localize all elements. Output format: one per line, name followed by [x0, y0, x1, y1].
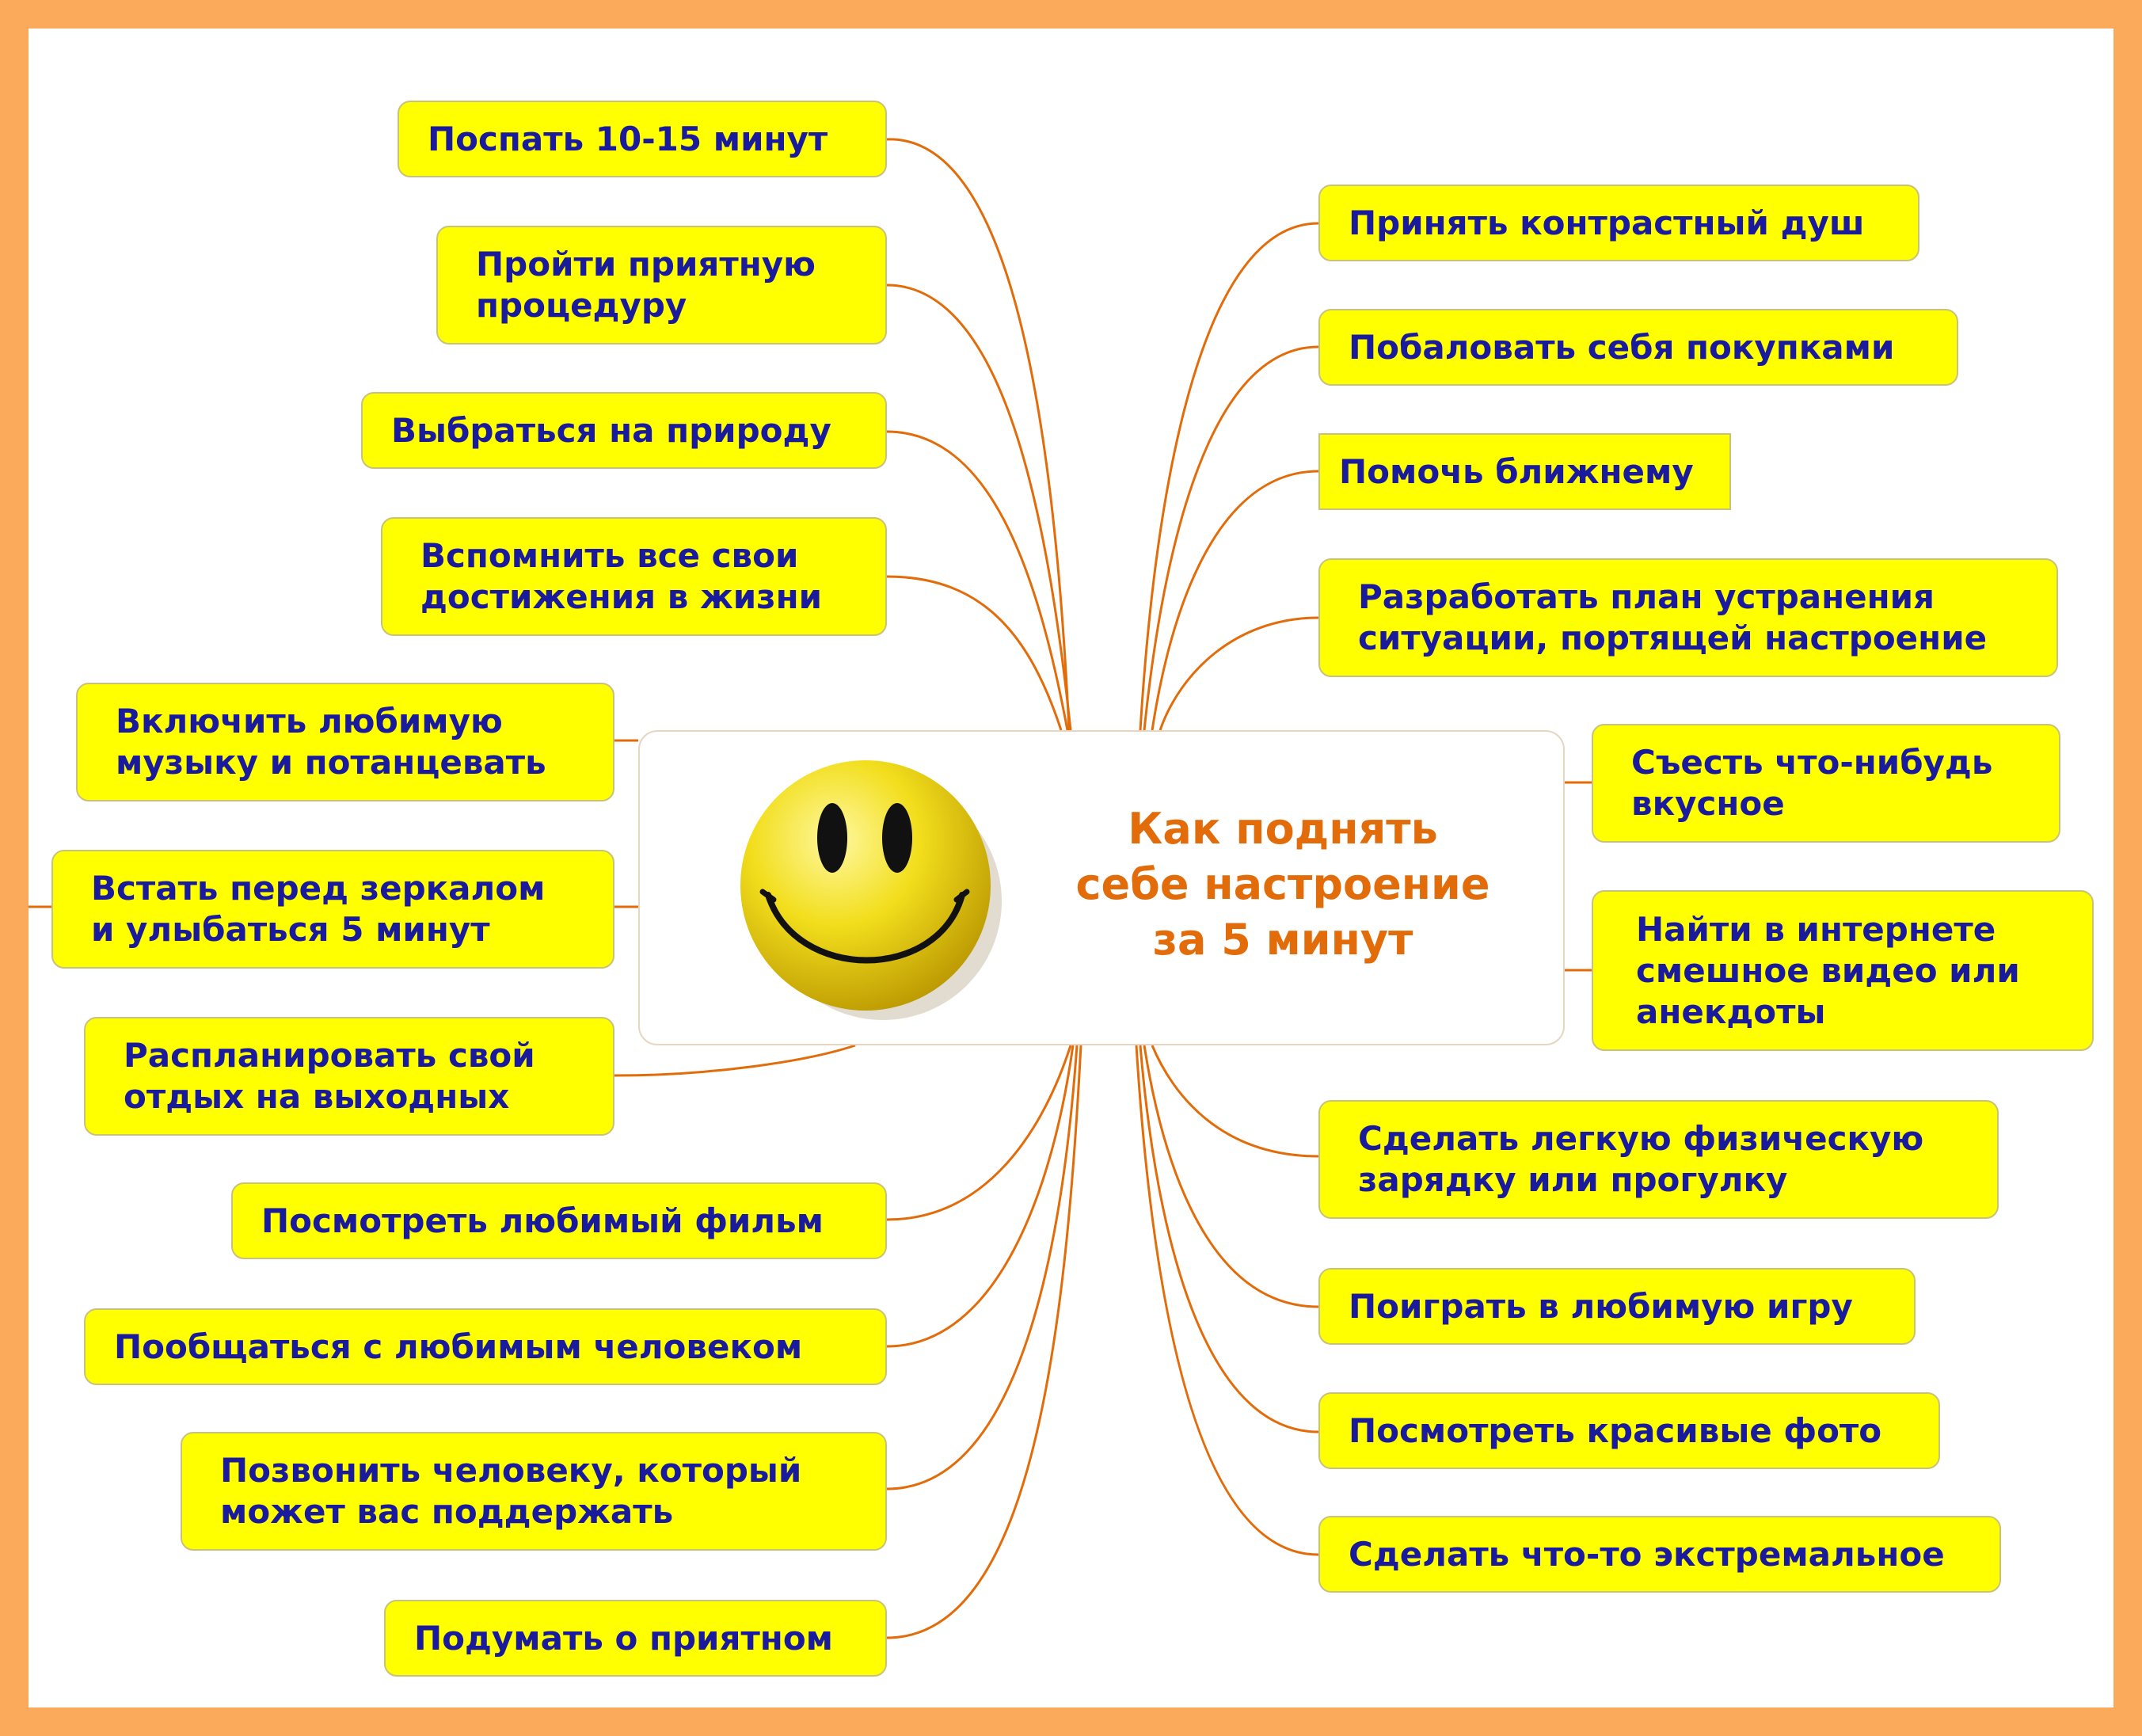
- branch-left-3[interactable]: Выбраться на природу: [361, 392, 887, 469]
- branch-right-1[interactable]: Принять контрастный душ: [1318, 185, 1919, 261]
- branch-left-5[interactable]: Включить любимую музыку и потанцевать: [76, 683, 614, 801]
- link-right-3: [1151, 470, 1319, 731]
- link-left-1: [886, 138, 1071, 731]
- branch-left-10[interactable]: Позвонить человеку, который может вас по…: [181, 1432, 887, 1551]
- link-left-9: [886, 1045, 1075, 1348]
- branch-right-9[interactable]: Посмотреть красивые фото: [1318, 1392, 1940, 1469]
- link-right-10: [1135, 1045, 1319, 1556]
- branch-left-11[interactable]: Подумать о приятном: [384, 1600, 887, 1677]
- branch-right-2[interactable]: Побаловать себя покупками: [1318, 309, 1958, 386]
- branch-left-2[interactable]: Пройти приятную процедуру: [436, 226, 887, 345]
- link-right-2: [1143, 345, 1319, 731]
- branch-right-3[interactable]: Помочь ближнему: [1318, 433, 1731, 510]
- branch-right-7[interactable]: Сделать легкую физическую зарядку или пр…: [1318, 1100, 1999, 1219]
- link-left-8: [886, 1045, 1072, 1221]
- branch-left-7[interactable]: Распланировать свой отдых на выходных: [84, 1017, 614, 1136]
- link-right-9: [1139, 1045, 1319, 1433]
- link-left-7: [614, 1044, 856, 1077]
- link-left-11: [886, 1045, 1082, 1639]
- branch-right-8[interactable]: Поиграть в любимую игру: [1318, 1268, 1916, 1345]
- branch-left-6[interactable]: Встать перед зеркалом и улыбаться 5 мину…: [51, 850, 614, 969]
- link-left-4: [886, 575, 1063, 731]
- branch-right-5[interactable]: Съесть что-нибудь вкусное: [1592, 724, 2060, 843]
- smiley-face-icon: [740, 760, 1002, 1020]
- branch-left-9[interactable]: Пообщаться с любимым человеком: [84, 1308, 887, 1385]
- link-left-3: [886, 430, 1069, 731]
- central-topic-title: Как поднять себе настроение за 5 минут: [1075, 804, 1490, 965]
- branch-left-1[interactable]: Поспать 10-15 минут: [398, 101, 887, 177]
- link-left-2: [886, 284, 1072, 731]
- branch-right-4[interactable]: Разработать план устранения ситуации, по…: [1318, 558, 2058, 677]
- branch-right-10[interactable]: Сделать что-то экстремальное: [1318, 1516, 2001, 1593]
- link-right-4: [1159, 616, 1319, 731]
- link-right-8: [1143, 1045, 1319, 1308]
- link-left-10: [886, 1045, 1079, 1490]
- branch-left-8[interactable]: Посмотреть любимый фильм: [231, 1182, 887, 1259]
- link-right-7: [1151, 1045, 1319, 1158]
- branch-left-4[interactable]: Вспомнить все свои достижения в жизни: [381, 517, 887, 636]
- branch-right-6[interactable]: Найти в интернете смешное видео или анек…: [1592, 890, 2094, 1051]
- link-right-1: [1139, 222, 1319, 731]
